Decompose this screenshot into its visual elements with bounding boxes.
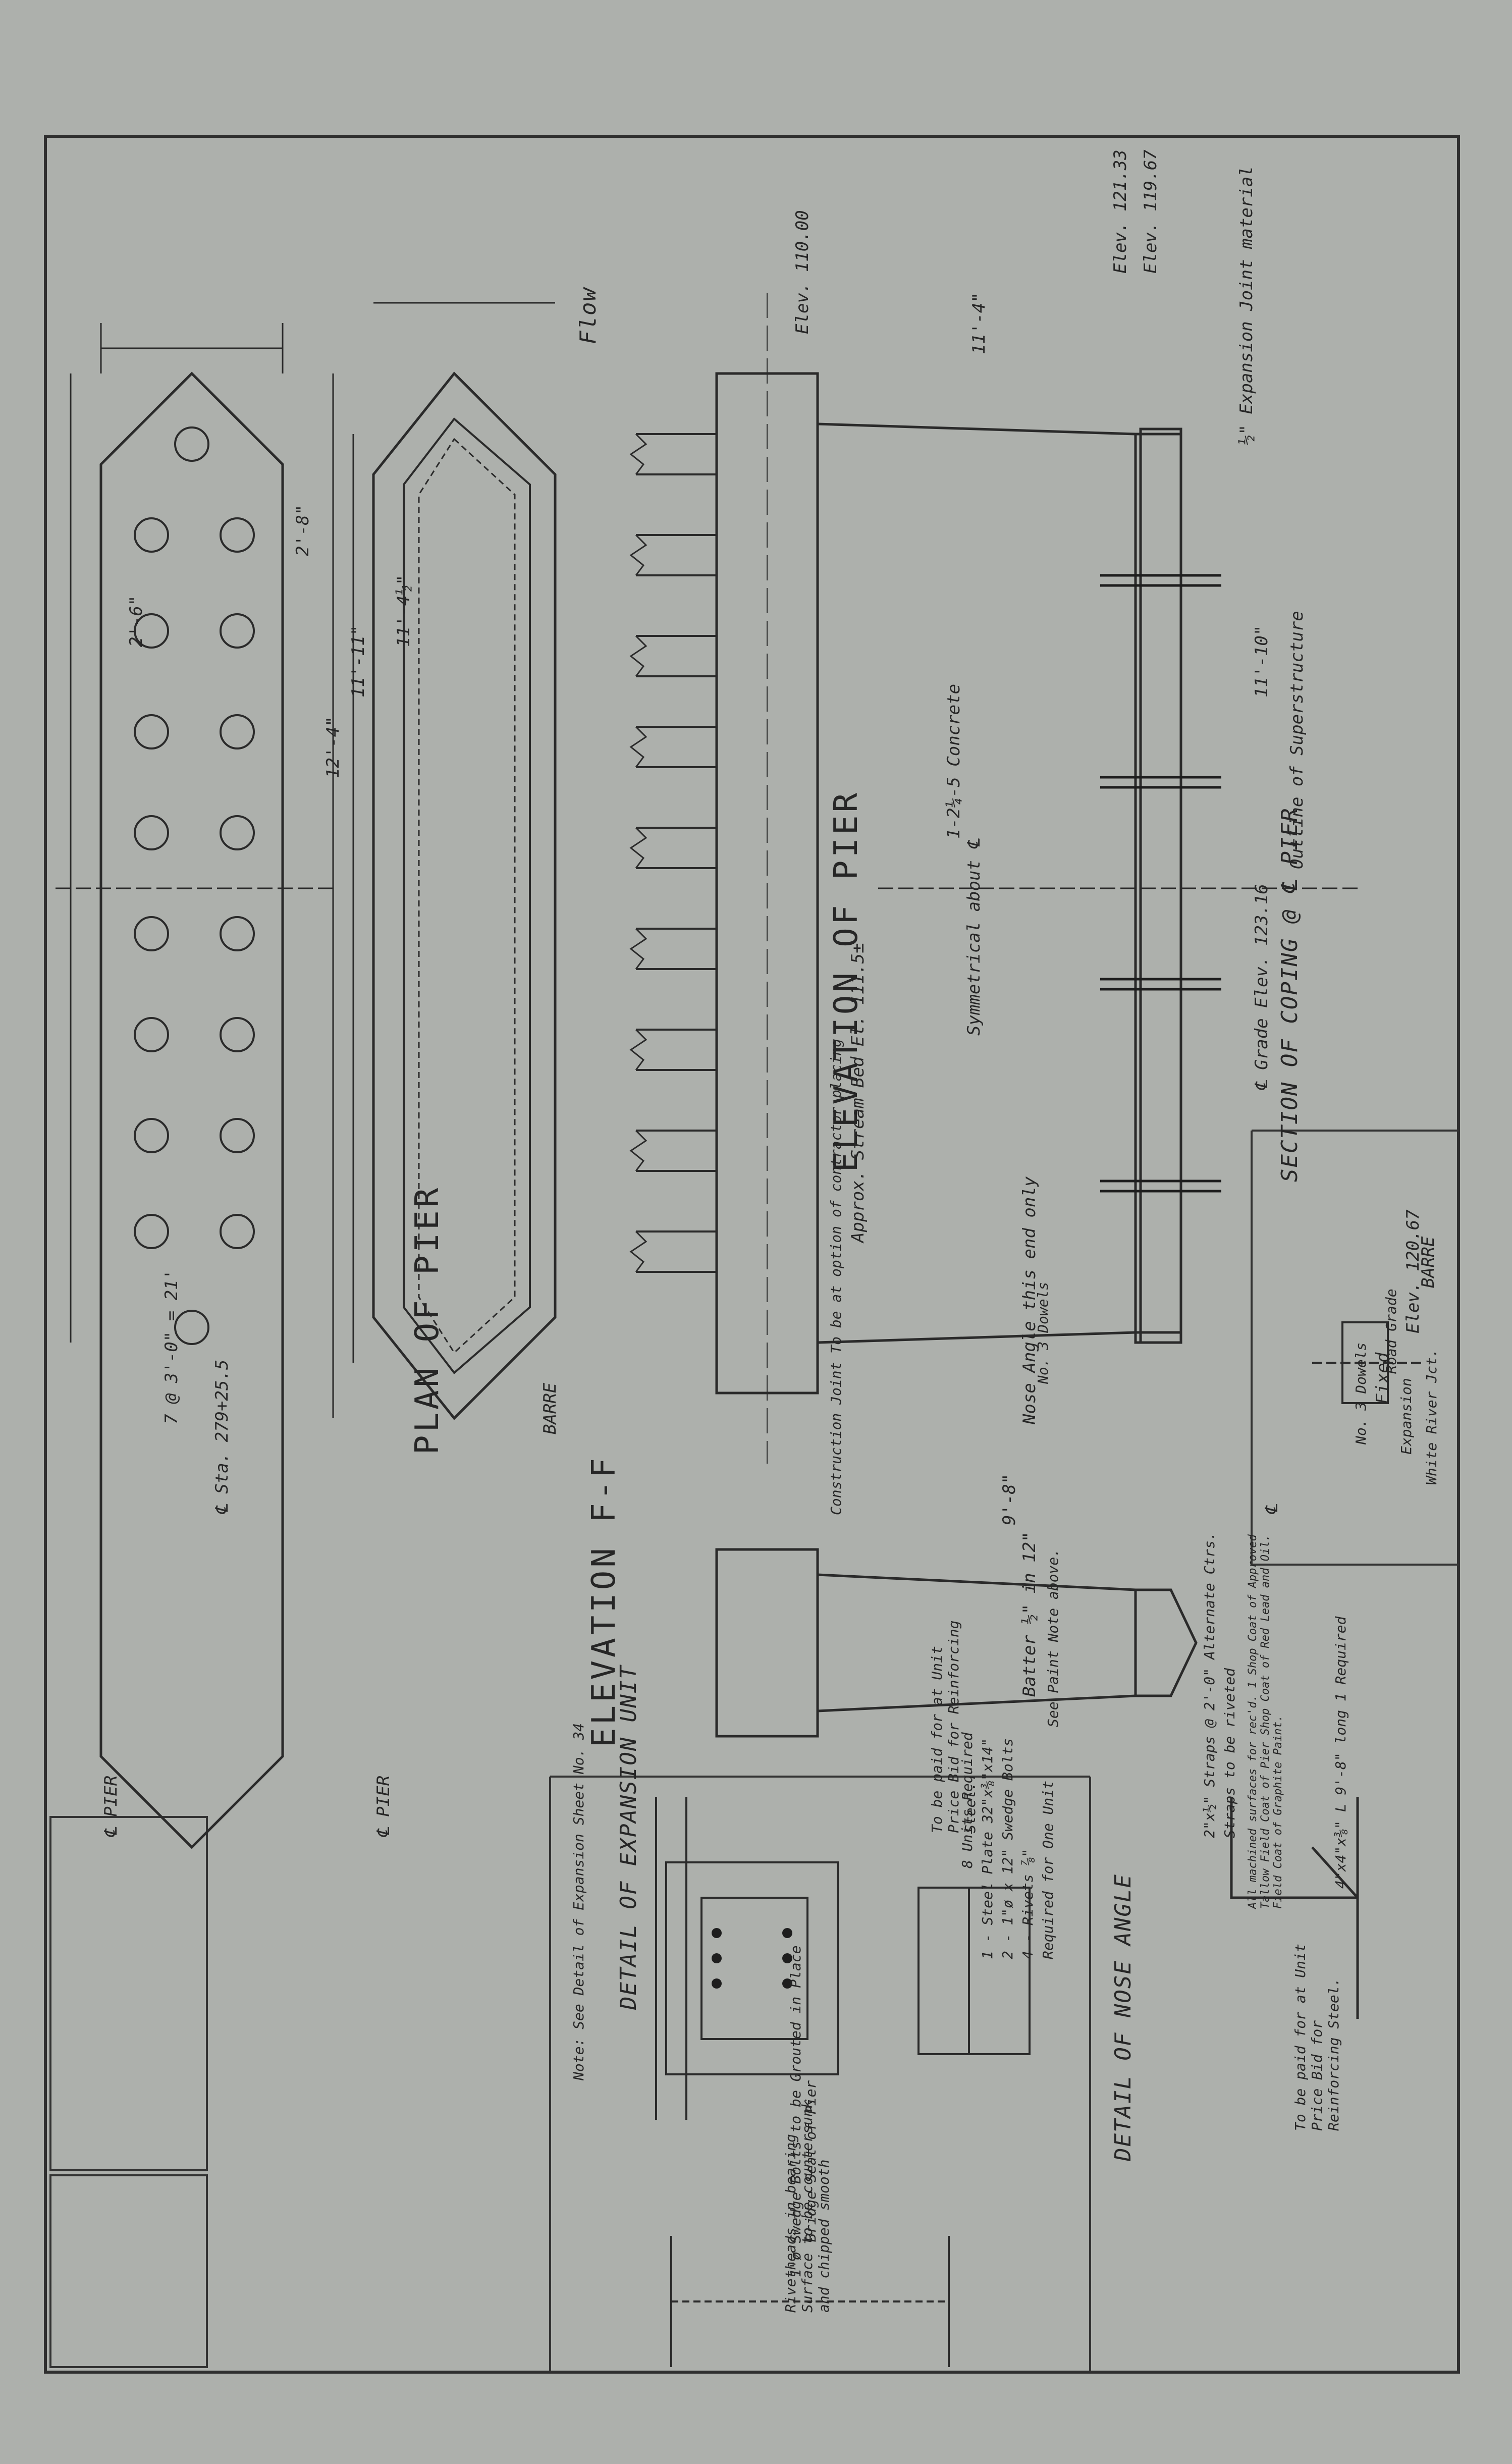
- elev-top2: Elev. 119.67: [1141, 149, 1161, 274]
- paint-ref: See Paint Note above.: [1045, 1548, 1061, 1727]
- nose-angle-title: DETAIL OF NOSE ANGLE: [1110, 1873, 1136, 2161]
- stream-label: Approx. Stream Bed El. 111.5±: [848, 943, 868, 1243]
- coping-elev: Elev. 120.67: [1403, 1209, 1423, 1333]
- footing-sta-label: ℄ Sta. 279+25.5: [212, 1359, 232, 1515]
- straps-spec: 2"x½" Straps @ 2'-0" Alternate Ctrs.: [1201, 1532, 1218, 1838]
- coping-wrj: White River Jct.: [1423, 1349, 1440, 1485]
- angle-spec: 4"x4"x⅜" L 9'-8" long 1 Required: [1332, 1616, 1349, 1889]
- barre-label: BARRE: [540, 1382, 560, 1434]
- pier-dim-inner: 11'-4½": [394, 574, 414, 647]
- footing-pier-cl: ℄ PIER: [101, 1775, 121, 1838]
- expansion-unit-title: DETAIL OF EXPANSION UNIT: [616, 1665, 641, 2010]
- footing-overall-dim: 7 @ 3'-0" = 21': [161, 1269, 182, 1424]
- pier-cl: ℄ PIER: [373, 1775, 394, 1838]
- joint-label: ½" Expansion Joint material: [1236, 166, 1257, 445]
- nose-label: Nose Angle this end only: [1019, 1176, 1040, 1424]
- required-label: Required for One Unit: [1040, 1780, 1056, 1959]
- part-2: 1 - Steel Plate 32"x⅜"x14": [979, 1738, 996, 1959]
- coping-expansion: Expansion: [1398, 1378, 1415, 1455]
- elevation-width: 11'-4": [969, 292, 989, 354]
- rivets-note: Rivetheads in bearing Surface to be coun…: [782, 2100, 832, 2313]
- straps-riveted: Straps to be riveted: [1221, 1668, 1238, 1838]
- part-1: 2 - 1"ø x 12" Swedge Bolts: [999, 1738, 1016, 1959]
- pier-dim-side: 12'-4": [323, 716, 343, 778]
- symm-label: Symmetrical about ℄: [964, 838, 984, 1036]
- expansion-note: Note: See Detail of Expansion Sheet No. …: [570, 1723, 587, 2080]
- plan-of-pier-title: PLAN OF PIER: [409, 1185, 446, 1455]
- coping-dowels: No. 3 Dowels: [1353, 1342, 1369, 1444]
- ff-width: 9'-8": [999, 1473, 1019, 1525]
- paint-note: All machined surfaces for rec'd. 1 Shop …: [1247, 1534, 1284, 1909]
- part-0: 4 - Rivets ⅞": [1019, 1848, 1036, 1959]
- concrete-label: 1-2¼-5 Concrete: [944, 683, 964, 839]
- expansion-paid: To be paid for at Unit Price Bid for Rei…: [929, 1620, 979, 1833]
- grade-label: ℄ Grade Elev. 123.16: [1252, 884, 1272, 1091]
- pier-dim-top: 2'-8": [293, 504, 313, 556]
- batter-label: Batter ½" in 12": [1019, 1531, 1040, 1697]
- flow-label: Flow: [575, 287, 601, 344]
- height-label: 11'-10": [1252, 625, 1272, 698]
- footing-cl: ℄: [1262, 1504, 1282, 1515]
- pier-dim-side-2: 11'-11": [348, 625, 368, 698]
- elev-top1: Elev. 121.33: [1110, 149, 1130, 274]
- construction-joint: Construction Joint To be at option of co…: [828, 1038, 844, 1515]
- section-coping-title: SECTION OF COPING @ ℄ PIER: [1277, 807, 1303, 1182]
- elev-bottom: Elev. 110.00: [792, 210, 813, 334]
- nose-paid: To be paid for at Unit Price Bid for Rei…: [1292, 1944, 1342, 2131]
- footing-dim-1: 2'-6": [126, 595, 146, 647]
- coping-road: Road Grade: [1383, 1289, 1399, 1374]
